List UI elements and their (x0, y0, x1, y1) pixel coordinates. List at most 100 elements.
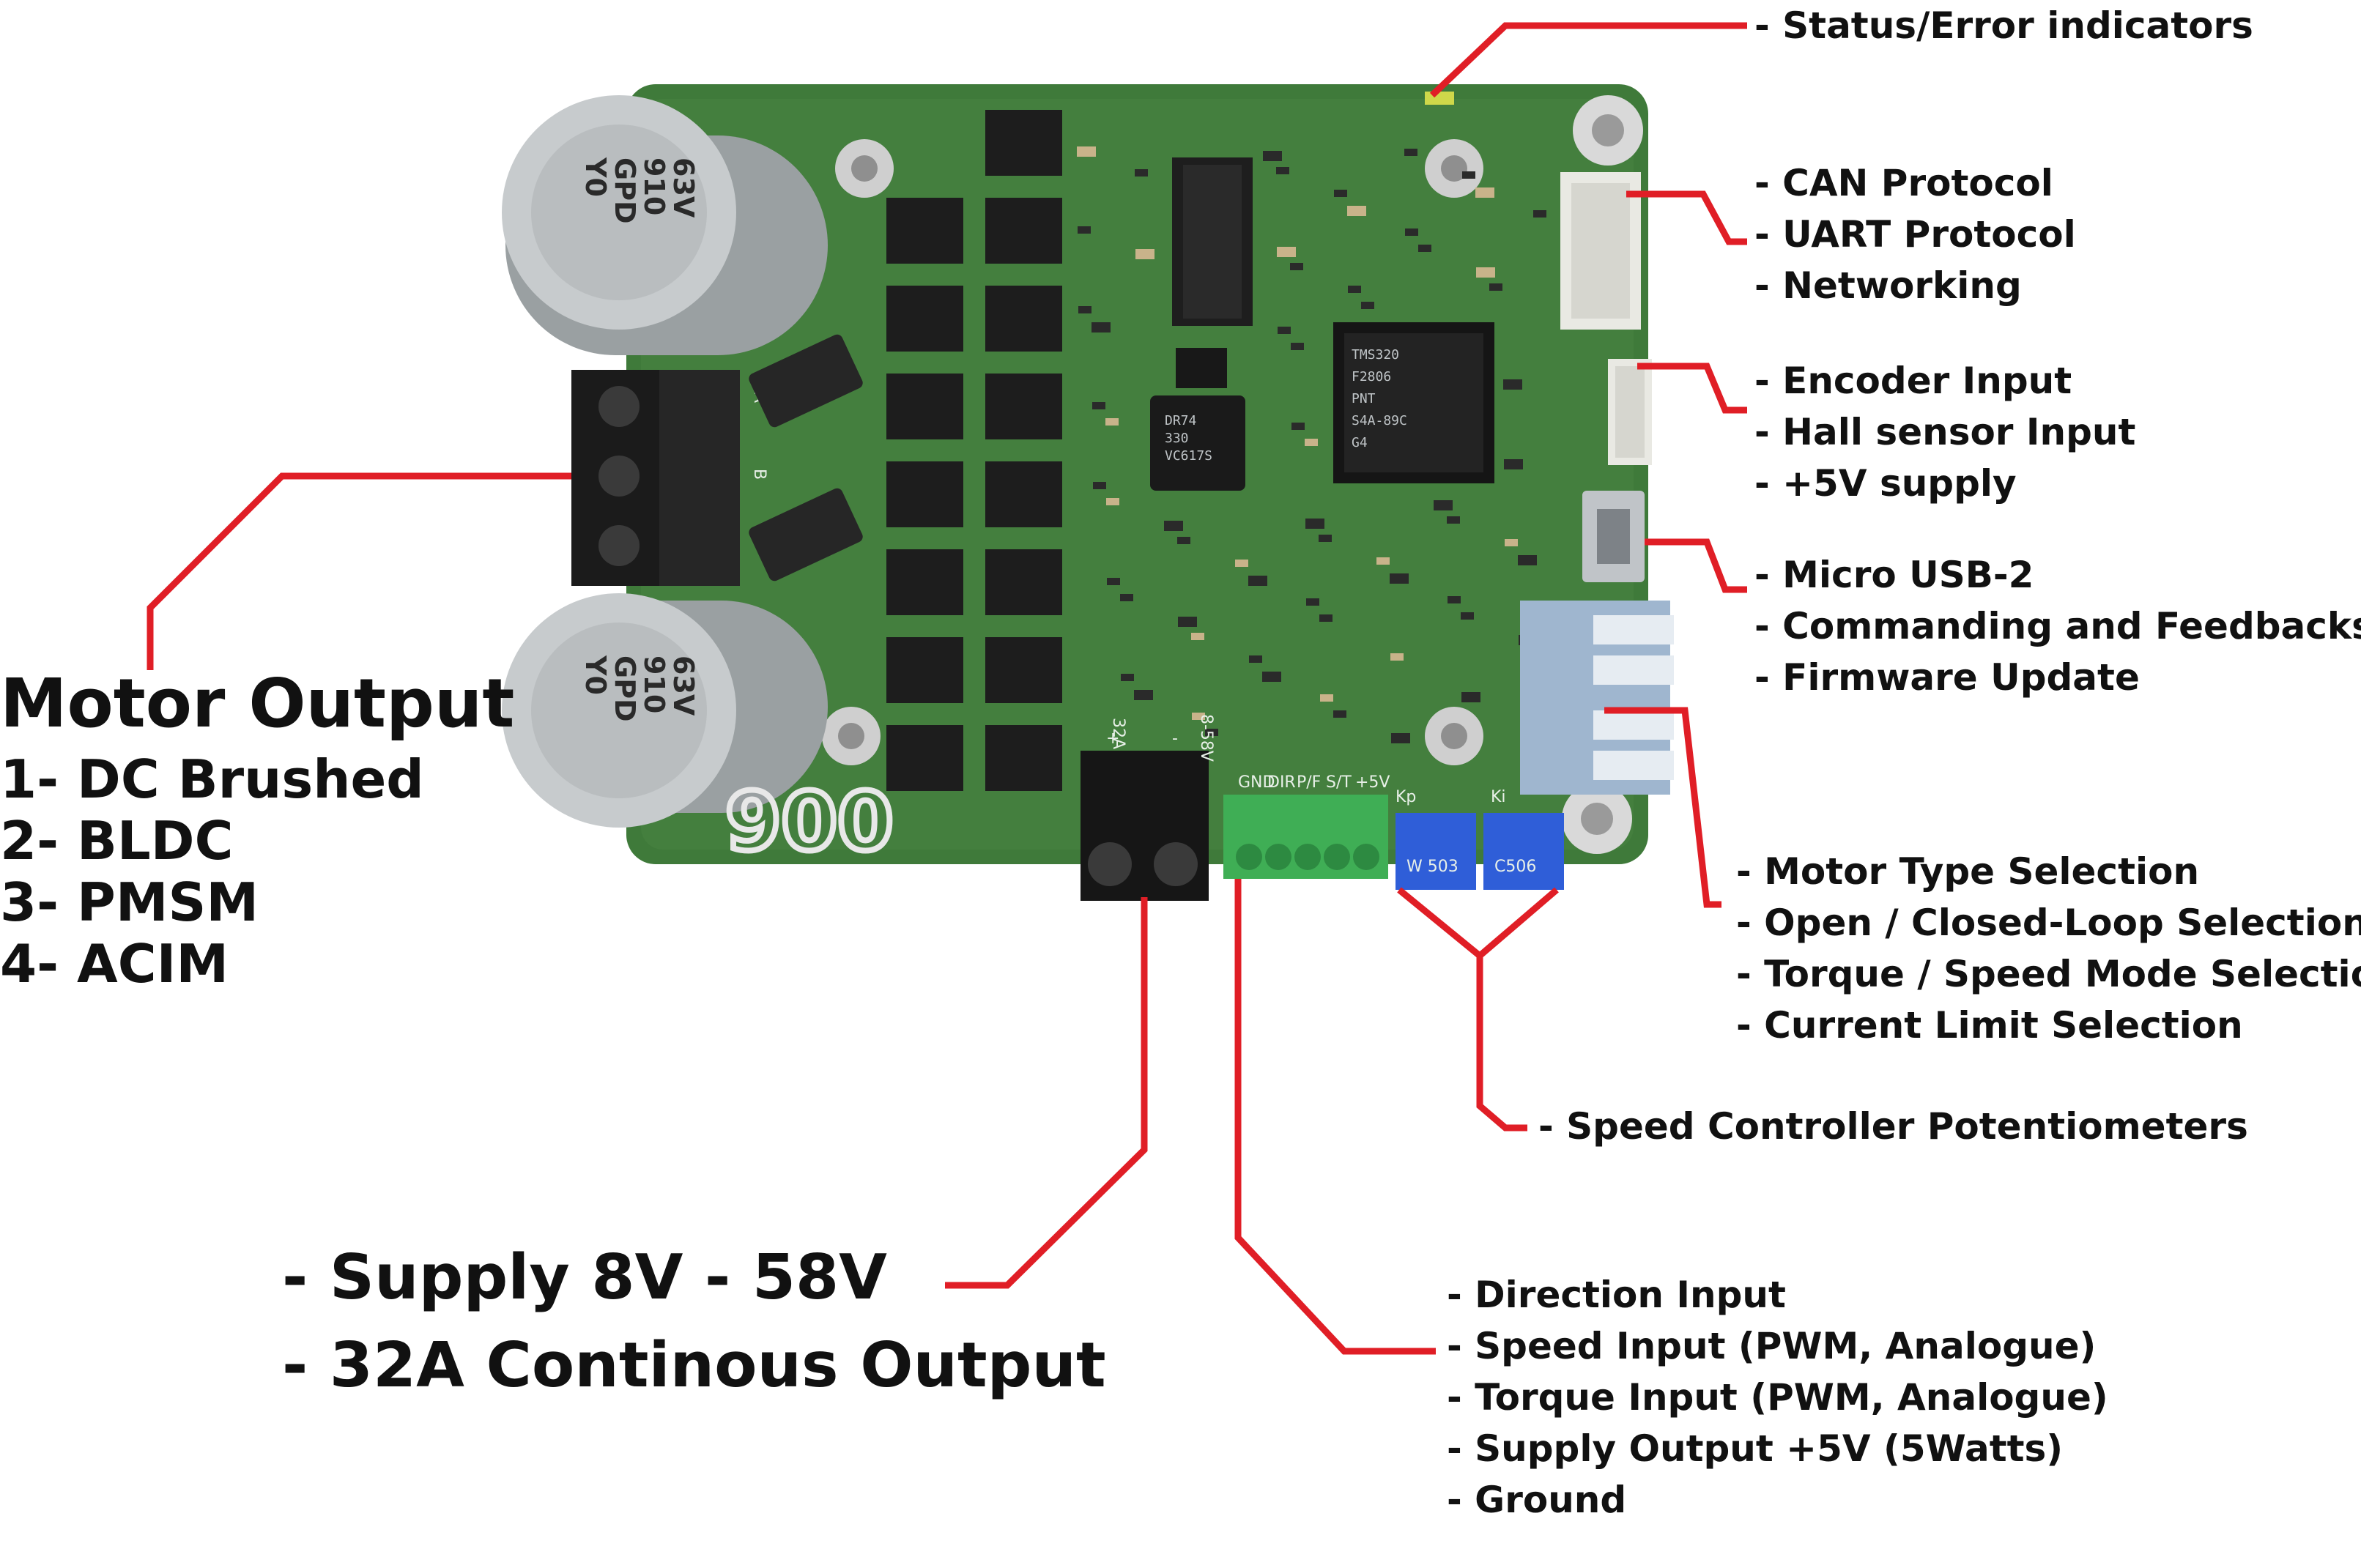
label-group-motor: Motor Output 1- DC Brushed 2- BLDC 3- PM… (0, 659, 514, 995)
svg-text:Ki: Ki (1491, 788, 1506, 806)
smd-part (1290, 263, 1303, 270)
mounting-holes (822, 95, 1643, 854)
leader-comm (1626, 190, 1747, 245)
svg-text:C506: C506 (1494, 858, 1536, 876)
smd-part (1121, 674, 1134, 681)
label-firmware: - Firmware Update (1754, 656, 2140, 699)
svg-text:Y0GPD91063V: Y0GPD91063V (579, 655, 700, 722)
label-supply-voltage: - Supply 8V - 58V (282, 1241, 887, 1314)
smd-part (1078, 306, 1091, 313)
smd-part (1135, 169, 1148, 177)
marking-line: PNT (1352, 391, 1376, 406)
dip-switch (1520, 601, 1674, 795)
label-direction: - Direction Input (1447, 1274, 1786, 1316)
label-torque-input: - Torque Input (PWM, Analogue) (1447, 1376, 2108, 1419)
smd-part (1249, 655, 1262, 663)
mosfet (886, 725, 963, 791)
smd-part (1476, 267, 1495, 278)
label-acim: 4- ACIM (0, 933, 229, 995)
motor-output-title: Motor Output (0, 664, 515, 743)
mosfet (886, 198, 963, 264)
label-uart: - UART Protocol (1754, 213, 2076, 256)
svg-text:B: B (750, 469, 768, 480)
smd-part (1191, 633, 1204, 640)
smd-part (1533, 210, 1546, 218)
marking-line: VC617S (1165, 448, 1212, 464)
smd-part (1390, 653, 1404, 661)
smd-part (1348, 286, 1361, 293)
svg-text:W 503: W 503 (1406, 858, 1459, 876)
label-dc-brushed: 1- DC Brushed (0, 748, 424, 810)
svg-text:Kp: Kp (1396, 788, 1416, 806)
label-commanding: - Commanding and Feedbacks (1754, 605, 2361, 647)
smd-part (1205, 729, 1218, 736)
capacitor-top: Y0GPD91063V (502, 95, 828, 355)
leader-supply (945, 897, 1148, 1289)
io-pin-label: +5V (1355, 773, 1390, 792)
cap-marking-line: 63V (667, 157, 700, 218)
label-status: - Status/Error indicators (1754, 4, 2253, 47)
smd-part (1120, 594, 1133, 601)
mosfet (985, 461, 1062, 527)
label-open-closed: - Open / Closed-Loop Selection (1736, 902, 2361, 944)
leader-io (1234, 879, 1436, 1355)
potentiometer-ki: C506 Ki (1483, 788, 1564, 890)
motor-terminal-block: A B C (571, 370, 768, 586)
smd-part (1262, 672, 1281, 682)
smd-part (1376, 557, 1390, 565)
smd-part (1093, 482, 1106, 489)
io-pin-label: DIR (1267, 773, 1296, 792)
leader-pots-down (1476, 956, 1527, 1132)
label-group-comm: - CAN Protocol - UART Protocol - Network… (1754, 157, 2076, 311)
smd-part (1278, 327, 1291, 334)
smd-part (1277, 247, 1296, 257)
svg-text:+: + (1106, 729, 1119, 748)
smd-part (1306, 598, 1319, 606)
label-bldc: 2- BLDC (0, 810, 234, 872)
smd-part (1434, 500, 1453, 510)
capacitor-bottom: Y0GPD91063V (502, 593, 828, 828)
smd-part (1447, 516, 1460, 524)
smd-part (1320, 694, 1333, 702)
label-encoder: - Encoder Input (1754, 360, 2072, 402)
mosfet (886, 461, 963, 527)
label-pmsm: 3- PMSM (0, 872, 259, 933)
potentiometer-kp: W 503 Kp (1396, 788, 1476, 890)
label-hall: - Hall sensor Input (1754, 411, 2136, 453)
cap-marking-line: Y0 (579, 655, 612, 695)
cap-marking-line: GPD (609, 157, 641, 224)
label-can: - CAN Protocol (1754, 162, 2053, 204)
leader-pots (1397, 887, 1559, 960)
smd-part (1305, 519, 1324, 529)
smd-part (1291, 423, 1305, 430)
smd-part (1235, 560, 1248, 567)
label-speed-input: - Speed Input (PWM, Analogue) (1447, 1325, 2097, 1367)
leader-encoder (1637, 363, 1747, 414)
label-current-limit: - Current Limit Selection (1736, 1004, 2243, 1047)
can-uart-connector (1560, 172, 1641, 330)
smd-part (1077, 146, 1096, 157)
label-group-encoder: - Encoder Input - Hall sensor Input - +5… (1754, 355, 2135, 509)
marking-line: DR74 (1165, 413, 1196, 428)
mosfet (886, 637, 963, 703)
smd-part (1319, 614, 1333, 622)
logo: 900 (725, 775, 894, 869)
marking-line: 330 (1165, 431, 1189, 446)
mosfet (985, 374, 1062, 439)
smd-part (1177, 537, 1190, 544)
smd-part (1504, 459, 1523, 469)
smd-part (1164, 521, 1183, 531)
marking-line: S4A-89C (1352, 413, 1407, 428)
smd-part (1276, 167, 1289, 174)
smd-part (1263, 151, 1282, 161)
mosfet (985, 549, 1062, 615)
leader-dip (1604, 707, 1721, 908)
leader-status (1429, 22, 1747, 98)
svg-text:Y0GPD91063V: Y0GPD91063V (579, 157, 700, 224)
smd-part (1134, 690, 1153, 700)
smd-part (1347, 206, 1366, 216)
